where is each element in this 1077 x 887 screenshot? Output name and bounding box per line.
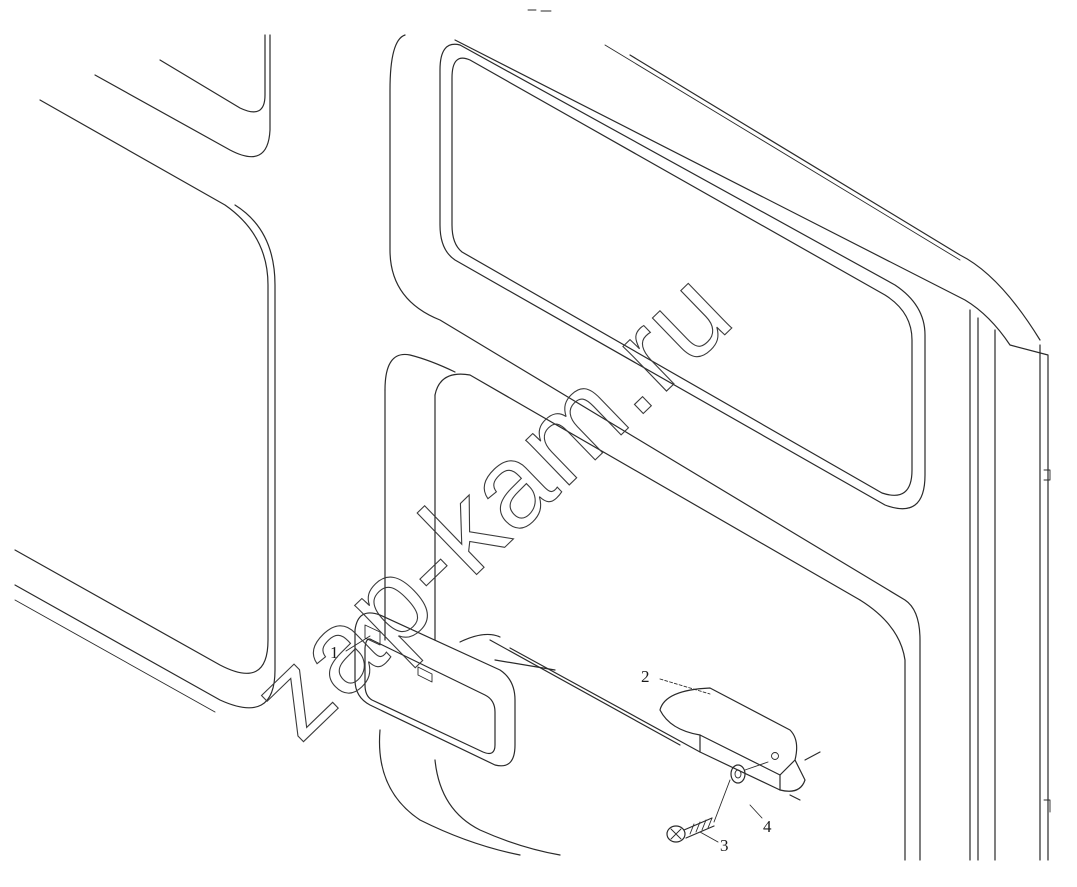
lower-door-cutout: [378, 353, 906, 861]
leader-lines: [345, 635, 763, 843]
callout-2: 2: [641, 667, 650, 686]
interior-lamp: [354, 612, 556, 767]
callout-4: 4: [763, 817, 772, 836]
callout-3: 3: [720, 836, 729, 855]
upper-window: [439, 43, 926, 510]
door-frame: [389, 34, 1051, 861]
watermark-text: zap-kam.ru: [226, 245, 757, 764]
callout-1: 1: [330, 643, 339, 662]
screw: [666, 779, 731, 843]
lamp-switch: [489, 639, 821, 801]
washer: [730, 761, 769, 784]
top-mark: [527, 9, 552, 12]
left-cab-panel: [14, 34, 276, 713]
